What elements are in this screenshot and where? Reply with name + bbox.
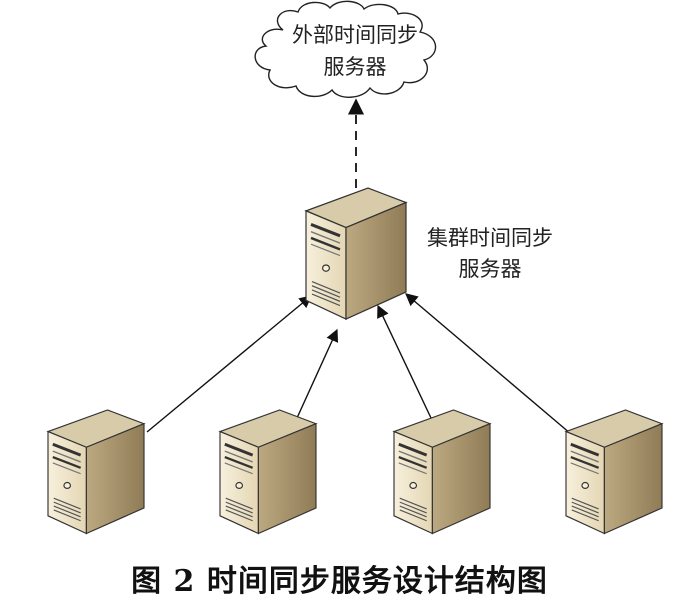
server-icon (46, 408, 146, 535)
cluster-server-label-line2: 服务器 (459, 257, 522, 281)
figure-caption: 图 2 时间同步服务设计结构图 (131, 564, 548, 599)
cluster-server-label-line1: 集群时间同步 (427, 226, 553, 250)
server-icon (564, 408, 664, 535)
arrow-client-4 (405, 293, 572, 435)
arrow-client-2 (296, 328, 339, 419)
server-icon (392, 408, 492, 535)
arrow-client-3 (377, 304, 432, 419)
external-server-label-line1: 外部时间同步 (292, 23, 418, 47)
cloud-icon (254, 0, 437, 98)
external-server-label-line2: 服务器 (324, 55, 387, 79)
server-icon (218, 408, 318, 535)
server-icon (304, 186, 408, 321)
arrow-client-1 (146, 295, 312, 433)
